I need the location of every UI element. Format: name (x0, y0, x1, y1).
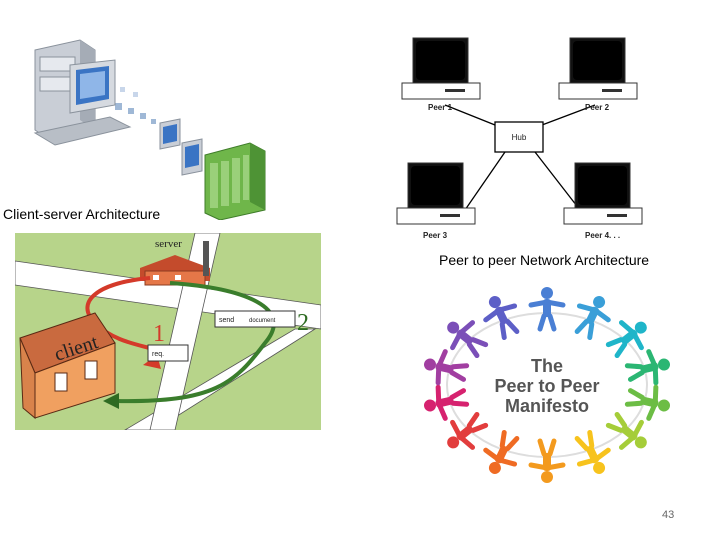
person-figure-icon (624, 349, 670, 386)
page-number: 43 (662, 509, 675, 521)
request-document (147, 344, 189, 362)
manifesto-line-3: Manifesto (505, 396, 589, 416)
client-server-caption: Client-server Architecture (3, 206, 161, 222)
step-1-label: 1 (153, 321, 165, 347)
person-figure-icon (528, 438, 566, 483)
client-server-illustration: server client req. send document 1 2 (15, 233, 321, 430)
person-figure-icon (605, 320, 647, 359)
network-node-icon (159, 118, 203, 176)
response-arrow (114, 281, 276, 404)
person-figure-icon (447, 411, 489, 450)
person-figure-icon (624, 384, 670, 421)
hub-connections (444, 104, 596, 211)
document-label: document (249, 318, 276, 324)
person-figure-icon (447, 320, 489, 359)
person-figure-icon (483, 296, 520, 341)
server-label: server (155, 238, 182, 250)
peer-label: Peer 4. . . (585, 231, 620, 240)
peer-2-computer (558, 37, 638, 100)
person-figure-icon (483, 429, 520, 474)
person-figure-icon (424, 349, 470, 386)
person-figure-icon (528, 287, 566, 332)
person-figure-icon (605, 411, 647, 450)
data-stream-dots (115, 87, 156, 124)
send-document (214, 310, 296, 328)
hub-label: Hub (512, 133, 527, 142)
client-computer-icon (33, 39, 132, 146)
person-figure-icon (424, 384, 470, 421)
peer-label: Peer 1 (428, 103, 453, 112)
p2p-network-diagram: Hub Peer 1 Peer 2 Peer 3 Peer 4. . . (396, 37, 643, 240)
people-ring (424, 287, 670, 483)
server-icon (204, 142, 266, 220)
person-figure-icon (574, 296, 611, 341)
person-figure-icon (574, 429, 611, 474)
peer-4-computer (563, 162, 643, 225)
client-house-icon (19, 312, 116, 420)
manifesto-line-1: The (531, 356, 563, 376)
manifesto-line-2: Peer to Peer (494, 376, 599, 396)
send-doc-label: send (219, 317, 234, 324)
peer-3-computer (396, 162, 476, 225)
hub-box (494, 121, 544, 153)
manifesto-graphic: The Peer to Peer Manifesto (424, 287, 670, 483)
server-building-icon (140, 241, 210, 286)
request-doc-label: req. (152, 351, 164, 358)
client-server-graphic (33, 39, 266, 220)
peer-1-computer (401, 37, 481, 100)
peer-label: Peer 2 (585, 103, 610, 112)
p2p-caption: Peer to peer Network Architecture (439, 252, 650, 268)
response-arrowhead (103, 393, 119, 409)
peer-label: Peer 3 (423, 231, 448, 240)
step-2-label: 2 (297, 310, 309, 336)
